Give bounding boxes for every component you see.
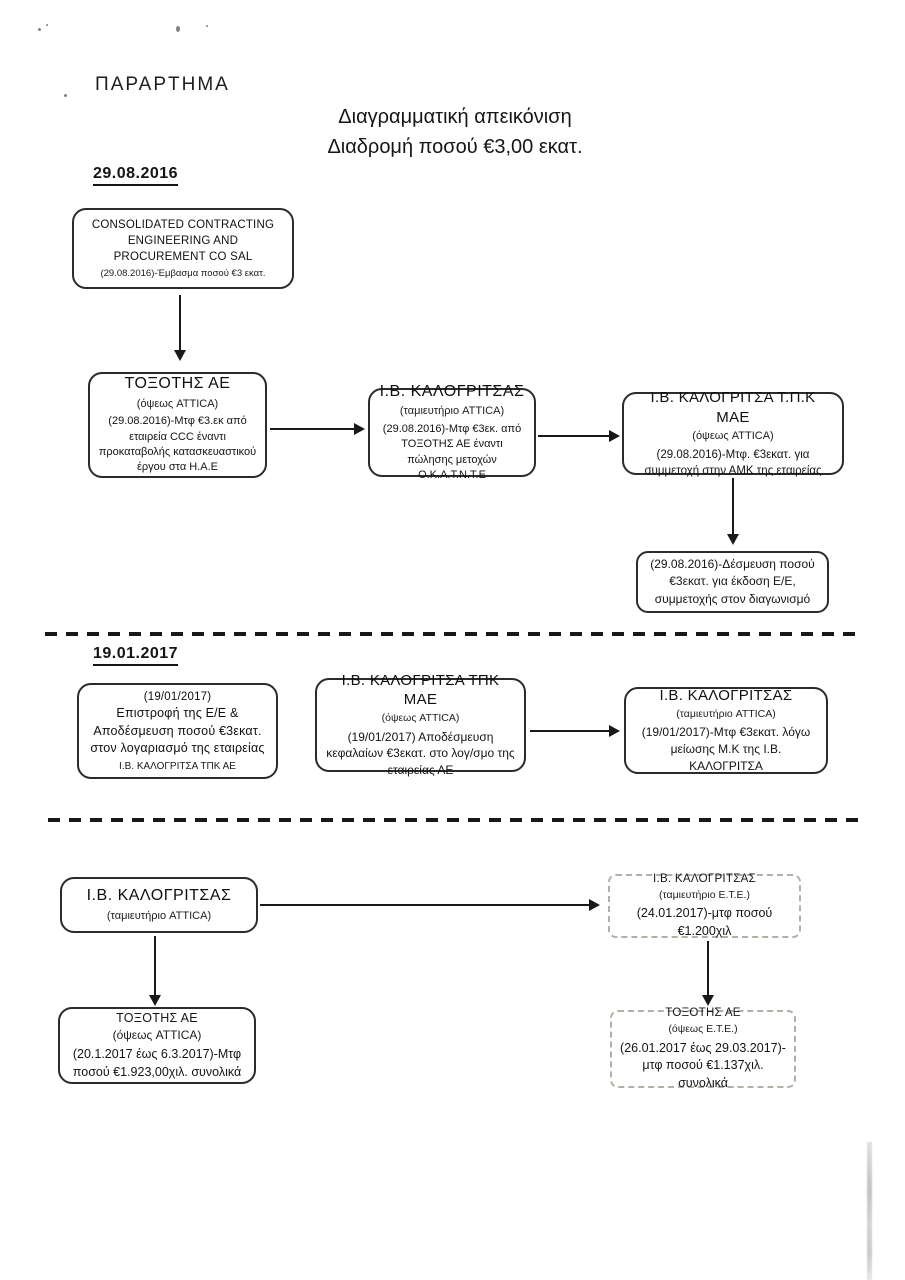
box-line: ENGINEERING AND (127, 234, 239, 247)
box-body: (29.08.2016)-Μτφ €3εκ. από ΤΟΞΟΤΗΣ ΑΕ έν… (382, 422, 522, 481)
arrow-ccc-to-toxotis (174, 295, 186, 361)
flow-box-tpk-mae-2017: Ι.Β. ΚΑΛΟΓΡΙΤΣΑ ΤΠΚ ΜΑΕ (όψεως ATTICA) (… (315, 672, 526, 777)
box-note: (29.08.2016)-Έμβασμα ποσού €3 εκατ. (100, 267, 266, 279)
scan-speck (46, 24, 48, 26)
box-line: (19/01/2017) (143, 691, 212, 704)
box-body: (19/01/2017)-Μτφ €3εκατ. λόγω μείωσης Μ.… (641, 725, 811, 773)
scanner-streak-artifact (867, 1142, 872, 1280)
box-subtitle: (όψεως ATTICA) (692, 430, 774, 443)
flow-box-kalogritsas-tamieutirio: Ι.Β. ΚΑΛΟΓΡΙΤΣΑΣ (ταμιευτήριο ATTICA) (2… (368, 383, 536, 481)
box-line: Επιστροφή της Ε/Ε & (116, 706, 239, 721)
box-subtitle: (όψεως Ε.Τ.Ε.) (668, 1022, 738, 1035)
dashed-separator (45, 632, 860, 636)
box-line: στον λογαριασμό της εταιρείας (90, 741, 265, 756)
flow-box-toxotis-ete-2017: ΤΟΞΟΤΗΣ ΑΕ (όψεως Ε.Τ.Ε.) (26.01.2017 έω… (610, 1007, 796, 1090)
box-body: (29.08.2016)-Μτφ. €3εκατ. για συμμετοχή … (644, 448, 822, 477)
flow-box-desmeusi: (29.08.2016)-Δέσμευση ποσού €3εκατ. για … (636, 551, 829, 613)
arrow-kalogritsas-to-ete (260, 899, 600, 911)
arrow-kalogritsas-to-tpk-mae (538, 430, 620, 442)
scan-speck (64, 94, 67, 97)
box-line: CONSOLIDATED CONTRACTING (91, 218, 275, 231)
arrow-kalogritsas-to-toxotis-attica (149, 936, 161, 1006)
box-body: (24.01.2017)-μτφ ποσού €1.200χιλ (636, 906, 773, 938)
arrow-toxotis-to-kalogritsas (270, 423, 365, 435)
box-title: ΤΟΞΟΤΗΣ ΑΕ (124, 375, 231, 393)
flow-box-ccc: CONSOLIDATED CONTRACTING ENGINEERING AND… (72, 208, 294, 289)
box-footer: Ι.Β. ΚΑΛΟΓΡΙΤΣΑ ΤΠΚ ΑΕ (119, 760, 236, 772)
box-body: (29.08.2016)-Μτφ €3.εκ από εταιρεία CCC … (98, 415, 257, 474)
flow-box-kalogritsa-tpk-mae: Ι.Β. ΚΑΛΟΓΡΙΤΣΑ Τ.Π.Κ ΜΑΕ (όψεως ATTICA)… (622, 389, 844, 477)
arrow-ete-to-toxotis-ete (702, 941, 714, 1006)
box-subtitle: (ταμιευτήριο ATTICA) (106, 910, 212, 923)
box-title: ΤΟΞΟΤΗΣ ΑΕ (665, 1006, 741, 1019)
flow-box-toxotis-attica: ΤΟΞΟΤΗΣ ΑΕ (όψεως ATTICA) (29.08.2016)-Μ… (88, 372, 267, 478)
box-subtitle: (ταμιευτήριο Ε.Τ.Ε.) (659, 888, 750, 901)
box-subtitle: (ταμιευτήριο ATTICA) (676, 707, 776, 720)
box-title: Ι.Β. ΚΑΛΟΓΡΙΤΣΑΣ (659, 687, 793, 705)
diagram-title: Διαγραμματική απεικόνιση Διαδρομή ποσού … (240, 106, 670, 159)
box-body: (29.08.2016)-Δέσμευση ποσού €3εκατ. για … (650, 556, 815, 606)
box-body: (26.01.2017 έως 29.03.2017)- μτφ ποσού €… (620, 1040, 786, 1090)
diagram-title-line1: Διαγραμματική απεικόνιση (338, 106, 572, 128)
flow-box-kalogritsas-ete: Ι.Β. ΚΑΛΟΓΡΙΤΣΑΣ (ταμιευτήριο Ε.Τ.Ε.) (2… (608, 872, 801, 938)
box-title: Ι.Β. ΚΑΛΟΓΡΙΤΣΑΣ (652, 872, 757, 885)
box-body: (19/01/2017) Αποδέσμευση κεφαλαίων €3εκα… (326, 729, 515, 778)
box-subtitle: (όψεως ATTICA) (381, 711, 460, 724)
flow-box-kalogritsas-2017: Ι.Β. ΚΑΛΟΓΡΙΤΣΑΣ (ταμιευτήριο ATTICA) (1… (624, 687, 828, 774)
arrow-tpk-mae-to-kalogritsas (530, 725, 620, 737)
arrow-tpk-mae-to-desmeusi (727, 478, 739, 545)
box-line: PROCUREMENT CO SAL (113, 250, 253, 263)
scan-speck (206, 25, 208, 27)
flow-box-kalogritsas-attica: Ι.Β. ΚΑΛΟΓΡΙΤΣΑΣ (ταμιευτήριο ATTICA) (60, 877, 258, 933)
box-subtitle: (ταμιευτήριο ATTICA) (399, 405, 505, 418)
box-subtitle: (όψεως ATTICA) (112, 1027, 202, 1042)
box-title: Ι.Β. ΚΑΛΟΓΡΙΤΣΑΣ (379, 382, 525, 400)
page-heading: ΠΑΡΑΡΤΗΜΑ (95, 74, 230, 95)
scan-speck (176, 26, 180, 32)
box-subtitle: (όψεως ATTICA) (136, 397, 219, 410)
scan-speck (38, 28, 41, 31)
box-title: Ι.Β. ΚΑΛΟΓΡΙΤΣΑ ΤΠΚ ΜΑΕ (341, 671, 500, 709)
box-line: Αποδέσμευση ποσού €3εκατ. (93, 723, 262, 738)
dashed-separator (48, 818, 860, 822)
flow-box-toxotis-attica-2017: ΤΟΞΟΤΗΣ ΑΕ (όψεως ATTICA) (20.1.2017 έως… (58, 1007, 256, 1084)
box-body: (20.1.2017 έως 6.3.2017)-Μτφ ποσού €1.92… (72, 1047, 242, 1079)
flow-box-epistrofi: (19/01/2017) Επιστροφή της Ε/Ε & Αποδέσμ… (77, 683, 278, 779)
diagram-title-line2: Διαδρομή ποσού €3,00 εκατ. (327, 136, 583, 158)
section2-date: 19.01.2017 (93, 645, 179, 666)
section1-date: 29.08.2016 (93, 165, 179, 186)
box-title: Ι.Β. ΚΑΛΟΓΡΙΤΣΑΣ (86, 887, 232, 905)
box-title: ΤΟΞΟΤΗΣ ΑΕ (116, 1010, 198, 1025)
box-title: Ι.Β. ΚΑΛΟΓΡΙΤΣΑ Τ.Π.Κ ΜΑΕ (650, 389, 816, 426)
